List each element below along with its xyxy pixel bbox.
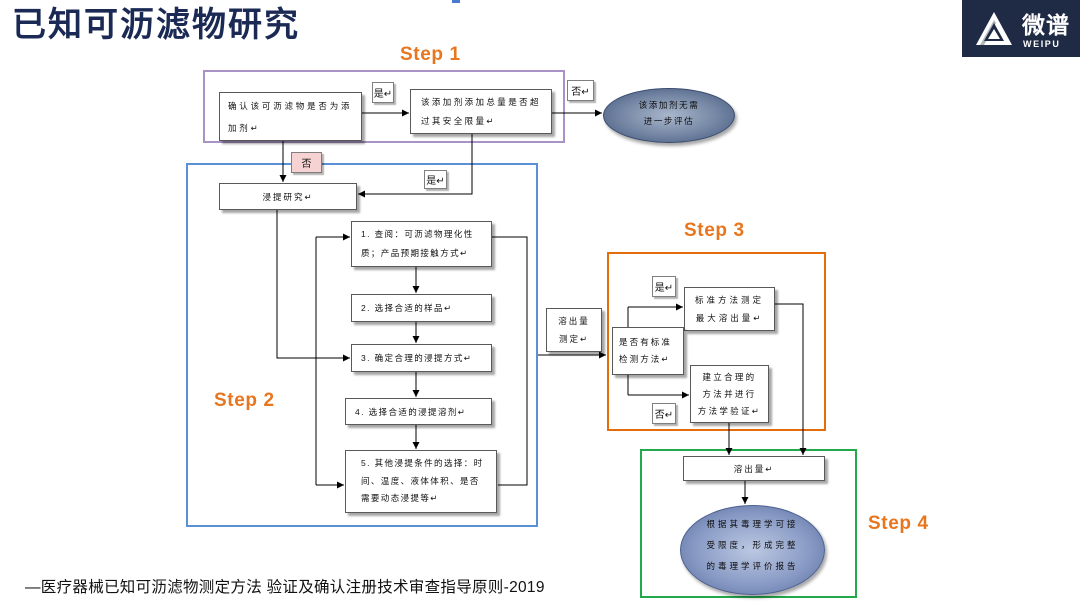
additive-no-tag: 否 bbox=[291, 152, 322, 173]
no-further-evaluation-line: 该添加剂无需 bbox=[638, 99, 700, 110]
limit-no-tag: 否↵ bbox=[567, 80, 594, 101]
extraction-study-box: 浸提研究↵ bbox=[219, 183, 357, 210]
connector-right-loop bbox=[492, 236, 528, 486]
additive-question-line: 确认该可沥滤物是否为添 bbox=[228, 100, 353, 111]
toxicology-report-ellipse: 根据其毒理学可接 受限度，形成完整 的毒理学评价报告 bbox=[680, 505, 825, 595]
weipu-logo-icon bbox=[976, 12, 1012, 45]
step4-label: Step 4 bbox=[868, 513, 929, 534]
standard-method-box: 标准方法测定 最大溶出量↵ bbox=[684, 287, 775, 331]
task-5-box: 5. 其他浸提条件的选择：时 间、温度、液体体积、是否 需要动态浸提等↵ bbox=[345, 450, 497, 513]
build-method-line: 方法并进行 bbox=[702, 388, 757, 399]
limit-question-line: 过其安全限量↵ bbox=[421, 115, 496, 126]
task-5-line: 需要动态浸提等↵ bbox=[361, 493, 439, 504]
additive-yes-tag: 是↵ bbox=[372, 82, 394, 103]
build-method-line: 建立合理的 bbox=[702, 371, 757, 382]
step1-label: Step 1 bbox=[400, 44, 461, 65]
task-5-line: 5. 其他浸提条件的选择：时 bbox=[361, 458, 484, 469]
toxicology-report-line: 根据其毒理学可接 bbox=[706, 518, 799, 529]
standard-method-line: 标准方法测定 bbox=[694, 295, 764, 305]
page-title: 已知可沥滤物研究 bbox=[12, 6, 300, 44]
task-3-box: 3. 确定合理的浸提方式↵ bbox=[351, 344, 492, 372]
standard-method-line: 最大溶出量↵ bbox=[695, 313, 764, 323]
task-4-box: 4. 选择合适的浸提溶剂↵ bbox=[345, 398, 492, 425]
limit-yes-tag: 是↵ bbox=[424, 170, 447, 189]
weipu-logo: 微谱 WEIPU bbox=[962, 0, 1080, 57]
additive-question-box: 确认该可沥滤物是否为添 加剂↵ bbox=[219, 92, 362, 141]
task-2-line: 2. 选择合适的样品↵ bbox=[361, 303, 453, 313]
release-amount-label: 溶出量↵ bbox=[733, 463, 775, 474]
limit-question-line: 该添加剂添加总量是否超 bbox=[421, 96, 541, 107]
no-further-evaluation-line: 进一步评估 bbox=[643, 115, 695, 126]
no-further-evaluation-ellipse: 该添加剂无需 进一步评估 bbox=[603, 88, 735, 143]
toxicology-report-line: 受限度，形成完整 bbox=[706, 539, 799, 550]
extraction-study-label: 浸提研究↵ bbox=[262, 191, 314, 202]
step2-label: Step 2 bbox=[214, 390, 275, 411]
standard-no-tag: 否↵ bbox=[652, 403, 676, 424]
release-measurement-line: 溶出量 bbox=[558, 316, 590, 326]
release-amount-box: 溶出量↵ bbox=[683, 456, 825, 481]
standard-question-box: 是否有标准 检测方法↵ bbox=[612, 327, 684, 375]
build-method-box: 建立合理的 方法并进行 方法学验证↵ bbox=[690, 365, 769, 423]
task-1-box: 1. 查阅：可沥滤物理化性 质；产品预期接触方式↵ bbox=[351, 221, 492, 267]
source-footnote: —医疗器械已知可沥滤物测定方法 验证及确认注册技术审查指导原则-2019 bbox=[25, 579, 545, 596]
limit-question-box: 该添加剂添加总量是否超 过其安全限量↵ bbox=[410, 89, 552, 134]
logo-name-en: WEIPU bbox=[1023, 39, 1061, 49]
connector-extraction-to-task3 bbox=[276, 210, 350, 362]
release-measurement-box: 溶出量 测定↵ bbox=[546, 308, 602, 352]
task-5-line: 间、温度、液体体积、是否 bbox=[361, 475, 480, 486]
step2-frame bbox=[186, 163, 538, 527]
step4-frame bbox=[640, 449, 857, 598]
logo-name-cn: 微谱 bbox=[1022, 12, 1070, 38]
top-edge-marker bbox=[452, 0, 460, 3]
task-2-box: 2. 选择合适的样品↵ bbox=[351, 294, 492, 322]
task-3-line: 3. 确定合理的浸提方式↵ bbox=[361, 353, 473, 363]
additive-question-line: 加剂↵ bbox=[228, 122, 261, 133]
standard-yes-tag: 是↵ bbox=[652, 276, 676, 297]
task-1-line: 质；产品预期接触方式↵ bbox=[361, 248, 469, 258]
build-method-line: 方法学验证↵ bbox=[697, 405, 762, 416]
step3-frame bbox=[607, 252, 826, 431]
connector-limit-yes-to-extraction bbox=[358, 134, 473, 198]
toxicology-report-line: 的毒理学评价报告 bbox=[706, 560, 799, 571]
connector-standard-to-release bbox=[775, 303, 807, 455]
task-4-line: 4. 选择合适的浸提溶剂↵ bbox=[355, 406, 467, 417]
standard-question-line: 是否有标准 bbox=[619, 337, 673, 347]
standard-question-line: 检测方法↵ bbox=[619, 354, 671, 364]
release-measurement-line: 测定↵ bbox=[558, 334, 590, 344]
step1-frame bbox=[203, 70, 565, 143]
task-1-line: 1. 查阅：可沥滤物理化性 bbox=[361, 229, 474, 239]
step3-label: Step 3 bbox=[684, 220, 745, 241]
